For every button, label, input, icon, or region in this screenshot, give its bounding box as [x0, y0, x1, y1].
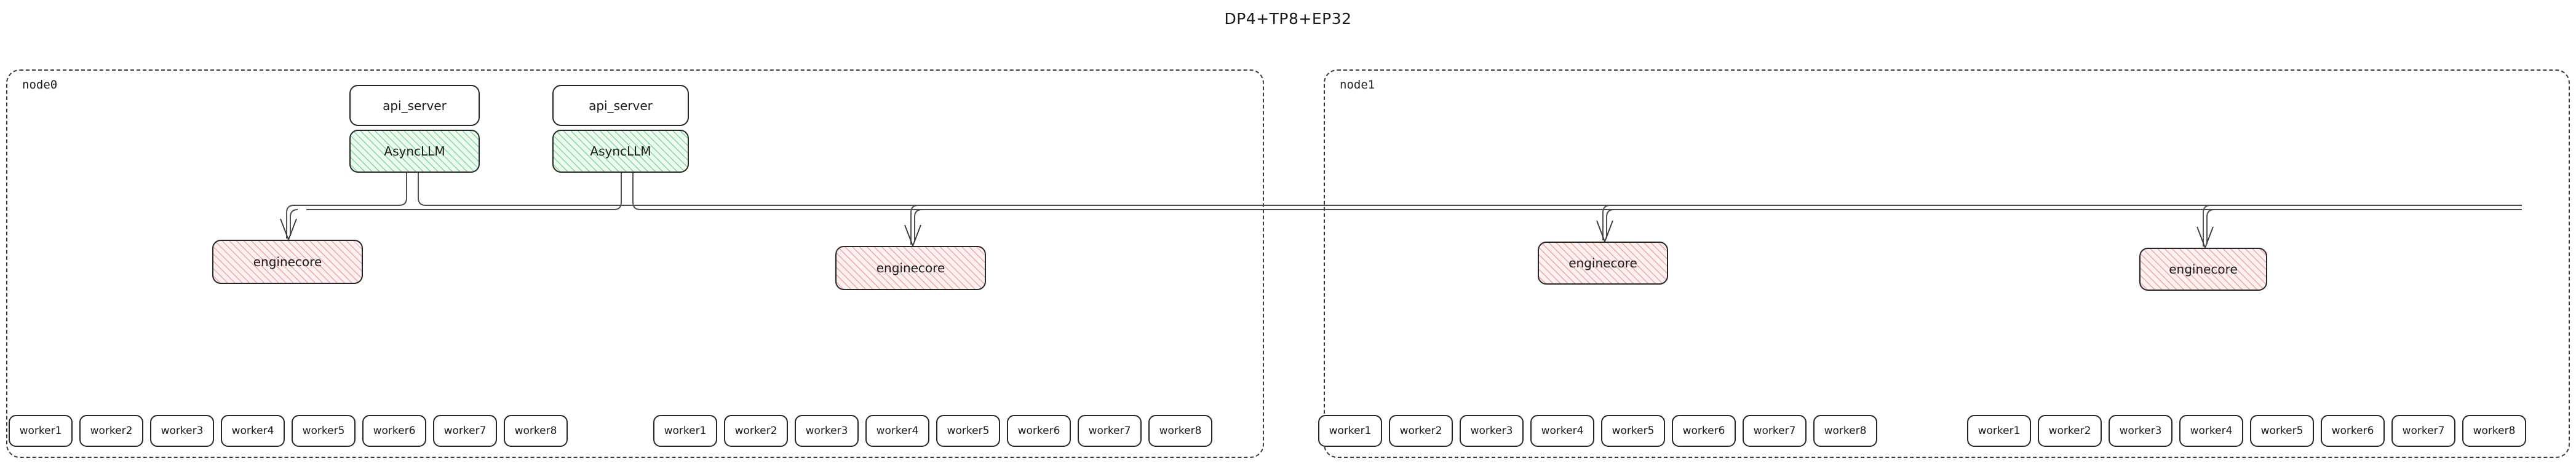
asyncllm-label: AsyncLLM: [590, 144, 651, 159]
worker-label: worker2: [1399, 425, 1442, 437]
worker-label: worker3: [1470, 425, 1513, 437]
worker-label: worker1: [1329, 425, 1372, 437]
worker-box[interactable]: worker1: [653, 415, 717, 447]
worker-label: worker3: [2119, 425, 2162, 437]
worker-label: worker4: [1541, 425, 1584, 437]
worker-label: worker7: [1088, 425, 1131, 437]
worker-box[interactable]: worker1: [1967, 415, 2031, 447]
worker-label: worker7: [2402, 425, 2445, 437]
worker-label: worker3: [805, 425, 848, 437]
worker-box[interactable]: worker4: [221, 415, 285, 447]
worker-box[interactable]: worker8: [1813, 415, 1877, 447]
api-server-box[interactable]: api_server: [349, 85, 480, 126]
worker-label: worker8: [1159, 425, 1202, 437]
asyncllm-label: AsyncLLM: [384, 144, 445, 159]
worker-label: worker1: [1978, 425, 2021, 437]
asyncllm-box[interactable]: AsyncLLM: [552, 130, 689, 173]
worker-box[interactable]: worker7: [1078, 415, 1142, 447]
worker-label: worker8: [514, 425, 557, 437]
enginecore-box[interactable]: enginecore: [1538, 242, 1668, 285]
api-server-label: api_server: [383, 98, 447, 113]
worker-label: worker8: [2473, 425, 2516, 437]
worker-label: worker4: [876, 425, 919, 437]
worker-box[interactable]: worker7: [2391, 415, 2455, 447]
node-cluster-node0: node0: [6, 69, 1264, 458]
api-server-box[interactable]: api_server: [552, 85, 689, 126]
enginecore-label: enginecore: [2169, 262, 2238, 277]
enginecore-label: enginecore: [876, 261, 945, 275]
worker-box[interactable]: worker4: [2179, 415, 2243, 447]
enginecore-label: enginecore: [253, 254, 322, 269]
worker-label: worker2: [2048, 425, 2091, 437]
worker-label: worker6: [2331, 425, 2374, 437]
worker-label: worker3: [161, 425, 204, 437]
worker-box[interactable]: worker1: [1318, 415, 1382, 447]
worker-box[interactable]: worker7: [1743, 415, 1807, 447]
worker-label: worker5: [302, 425, 345, 437]
node-cluster-label: node1: [1340, 78, 1375, 92]
worker-label: worker7: [443, 425, 487, 437]
worker-box[interactable]: worker5: [1601, 415, 1665, 447]
worker-box[interactable]: worker6: [2321, 415, 2385, 447]
worker-box[interactable]: worker2: [79, 415, 143, 447]
enginecore-label: enginecore: [1568, 256, 1637, 270]
worker-box[interactable]: worker4: [865, 415, 929, 447]
worker-label: worker4: [231, 425, 274, 437]
asyncllm-box[interactable]: AsyncLLM: [349, 130, 480, 173]
enginecore-box[interactable]: enginecore: [2139, 248, 2267, 291]
worker-box[interactable]: worker6: [1672, 415, 1736, 447]
worker-label: worker7: [1753, 425, 1796, 437]
worker-label: worker8: [1824, 425, 1867, 437]
node-cluster-label: node0: [22, 78, 58, 92]
worker-box[interactable]: worker5: [292, 415, 356, 447]
worker-label: worker2: [90, 425, 133, 437]
worker-box[interactable]: worker5: [936, 415, 1000, 447]
worker-label: worker5: [947, 425, 990, 437]
enginecore-box[interactable]: enginecore: [212, 240, 363, 284]
worker-box[interactable]: worker3: [2109, 415, 2173, 447]
worker-box[interactable]: worker8: [2462, 415, 2526, 447]
page-title: DP4+TP8+EP32: [1224, 10, 1352, 28]
worker-box[interactable]: worker4: [1530, 415, 1594, 447]
worker-box[interactable]: worker6: [1007, 415, 1071, 447]
worker-box[interactable]: worker3: [1460, 415, 1524, 447]
worker-label: worker5: [2260, 425, 2304, 437]
worker-label: worker1: [664, 425, 707, 437]
node-cluster-node1: node1: [1324, 69, 2570, 458]
worker-label: worker6: [1017, 425, 1060, 437]
worker-box[interactable]: worker7: [433, 415, 497, 447]
enginecore-box[interactable]: enginecore: [835, 246, 986, 290]
worker-label: worker6: [373, 425, 416, 437]
worker-box[interactable]: worker8: [1148, 415, 1212, 447]
worker-box[interactable]: worker1: [9, 415, 73, 447]
worker-box[interactable]: worker2: [1389, 415, 1453, 447]
worker-box[interactable]: worker3: [150, 415, 214, 447]
worker-box[interactable]: worker5: [2250, 415, 2314, 447]
worker-label: worker4: [2190, 425, 2233, 437]
worker-box[interactable]: worker6: [362, 415, 426, 447]
worker-label: worker2: [734, 425, 777, 437]
worker-box[interactable]: worker3: [795, 415, 859, 447]
worker-box[interactable]: worker2: [724, 415, 788, 447]
worker-box[interactable]: worker8: [504, 415, 568, 447]
api-server-label: api_server: [589, 98, 653, 113]
worker-label: worker5: [1612, 425, 1655, 437]
worker-label: worker6: [1682, 425, 1725, 437]
worker-label: worker1: [19, 425, 62, 437]
worker-box[interactable]: worker2: [2038, 415, 2102, 447]
